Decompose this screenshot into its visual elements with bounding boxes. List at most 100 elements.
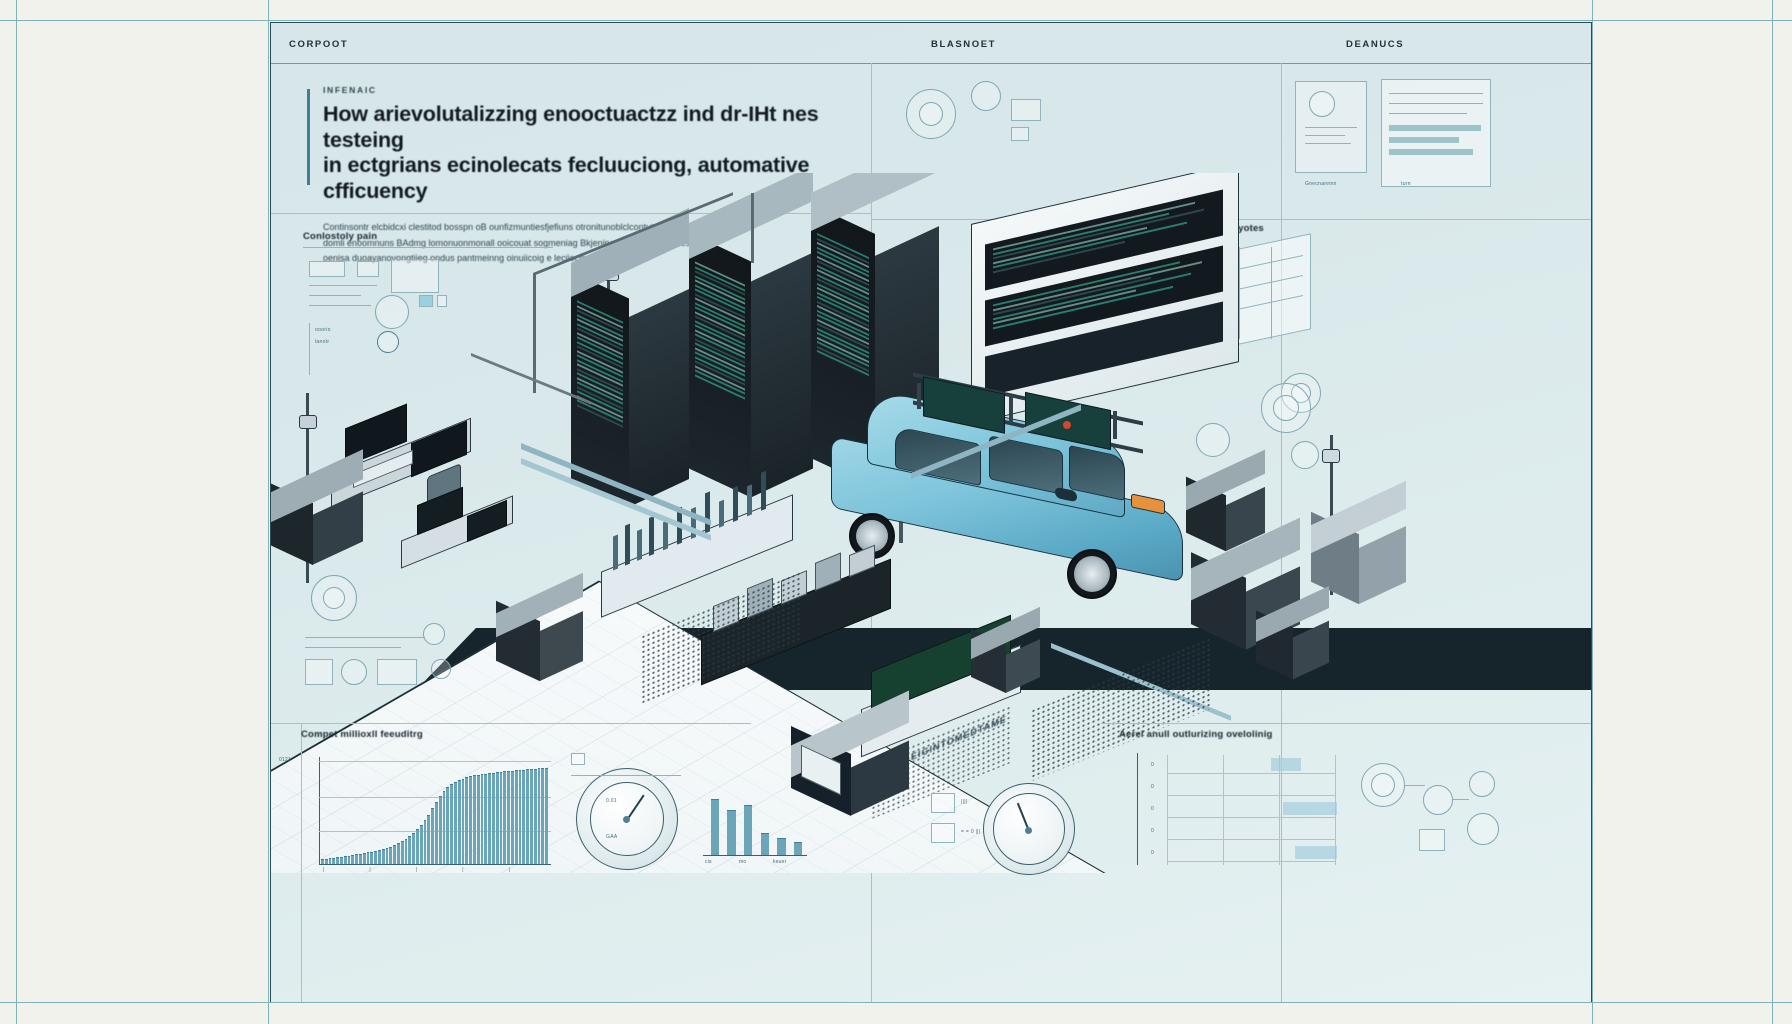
table-cell: 0 bbox=[1151, 805, 1154, 812]
panel-left-top-rule bbox=[303, 247, 553, 248]
schematic-line bbox=[309, 323, 310, 375]
schematic-caption: lanotr bbox=[315, 339, 330, 345]
blueprint-sheet: CORPOOT BLASNOET DEANUCS INFENAIC How ar… bbox=[270, 22, 1592, 1002]
schematic-box bbox=[377, 659, 417, 685]
chart-bar bbox=[393, 845, 397, 864]
title-accent-bar bbox=[307, 89, 310, 185]
chart-x-axis bbox=[319, 864, 551, 866]
chart-bar bbox=[438, 796, 442, 864]
intro-paragraph-line3: oenisa duoayanovongtiieg ondus pantmeinn… bbox=[323, 253, 641, 264]
schematic-line bbox=[1389, 113, 1467, 114]
schematic-circle bbox=[1371, 773, 1395, 797]
gauge-readout: 0.01 bbox=[606, 798, 617, 804]
frame-line-left-outer bbox=[16, 0, 17, 1024]
chart-bar bbox=[336, 856, 340, 864]
table-row bbox=[1167, 860, 1335, 862]
lidar-module bbox=[923, 376, 1005, 434]
schematic-bar bbox=[1389, 137, 1459, 143]
equipment-cabinet bbox=[496, 572, 584, 682]
chart-bar bbox=[533, 769, 537, 864]
chart-bar bbox=[514, 770, 518, 864]
chart-bar bbox=[503, 771, 507, 864]
schematic-line bbox=[309, 305, 371, 306]
pipe bbox=[533, 273, 536, 393]
equipment-cabinet bbox=[1186, 449, 1266, 552]
chart-x-axis bbox=[703, 855, 807, 857]
schematic-line bbox=[1453, 799, 1469, 800]
schematic-circle bbox=[1196, 423, 1230, 457]
roof-sensor-rig bbox=[913, 372, 1151, 454]
chart-bar bbox=[427, 814, 431, 864]
panel-bottom-left-title: Compet millioxll feeuditrg bbox=[301, 729, 423, 740]
table-row bbox=[1167, 772, 1335, 774]
schematic-bar bbox=[1389, 125, 1481, 131]
table-cell-highlight bbox=[1271, 758, 1301, 772]
schematic-circle bbox=[971, 81, 1001, 111]
schematic-box bbox=[1011, 127, 1029, 141]
chart-tick-label: mo bbox=[739, 859, 747, 865]
chart-gridline bbox=[319, 761, 551, 762]
schematic-line bbox=[1389, 93, 1483, 94]
chart-bar bbox=[446, 786, 450, 864]
chart-x-tick-label: | bbox=[369, 867, 371, 873]
schematic-caption: = = 0 ||| bbox=[961, 829, 981, 835]
chart-bar bbox=[760, 833, 769, 855]
chart-bar bbox=[545, 768, 549, 864]
chart-bar bbox=[400, 841, 404, 864]
schematic-swatch bbox=[419, 295, 433, 307]
gauge-pivot bbox=[623, 816, 630, 823]
chart-bar bbox=[370, 851, 374, 864]
schematic-bar bbox=[1389, 149, 1473, 155]
schematic-line bbox=[1305, 135, 1345, 136]
schematic-box bbox=[931, 823, 955, 843]
chart-y-axis bbox=[319, 757, 321, 865]
chart-bar bbox=[366, 851, 370, 864]
schematic-caption: |||| bbox=[961, 799, 968, 805]
chart-gridline bbox=[319, 797, 551, 798]
chart-x-tick-label: | bbox=[508, 867, 511, 873]
chart-bar bbox=[423, 819, 427, 864]
chart-bar bbox=[744, 804, 753, 855]
chart-plot-area bbox=[707, 783, 807, 855]
schematic-caption: ooorio bbox=[315, 327, 331, 333]
equipment-cabinet bbox=[1256, 585, 1330, 680]
chart-bar bbox=[499, 772, 503, 864]
chart-bar bbox=[412, 833, 416, 864]
chart-bar bbox=[397, 843, 400, 864]
schematic-caption: turn bbox=[1401, 181, 1411, 187]
schematic-circle bbox=[423, 623, 445, 645]
chart-bar bbox=[530, 769, 533, 864]
schematic-circle bbox=[1423, 785, 1453, 815]
bottom-left-divider bbox=[271, 723, 751, 724]
legend-swatch bbox=[571, 753, 585, 765]
chart-bar bbox=[526, 769, 530, 864]
schematic-line bbox=[1305, 143, 1351, 144]
chart-tick-label: cis bbox=[705, 859, 712, 865]
chart-bar bbox=[404, 839, 408, 864]
page-title-line2: in ectgrians ecinolecats fecluuciong, au… bbox=[323, 153, 810, 203]
chart-bar bbox=[450, 783, 454, 864]
gear-icon-inner bbox=[323, 587, 345, 609]
chart-bar bbox=[794, 842, 803, 855]
schematic-circle bbox=[1469, 771, 1495, 797]
chart-bar bbox=[484, 774, 488, 864]
schematic-circle bbox=[1273, 395, 1299, 421]
panel-bottom-right-title: Aerel anull outlurizing ovelolinig bbox=[1119, 729, 1273, 740]
chart-bar bbox=[347, 855, 351, 864]
table-cell: 0 bbox=[1151, 827, 1154, 834]
schematic-circle bbox=[1309, 91, 1335, 117]
chart-bar bbox=[480, 774, 484, 864]
panel-left-top-title: Conlostoly pain bbox=[303, 231, 378, 242]
chart-bar bbox=[362, 852, 366, 864]
chart-bar bbox=[476, 775, 480, 864]
chart-bar bbox=[343, 855, 347, 864]
chart-tick-label: keuer bbox=[773, 859, 787, 865]
control-console-wall bbox=[971, 173, 1239, 424]
equipment-cabinet bbox=[271, 449, 365, 566]
chart-bar bbox=[495, 772, 499, 864]
table-column-rule bbox=[1335, 755, 1336, 865]
chart-bar bbox=[492, 773, 495, 864]
bottom-left-vertical bbox=[301, 723, 302, 1002]
chart-bar bbox=[522, 770, 526, 864]
